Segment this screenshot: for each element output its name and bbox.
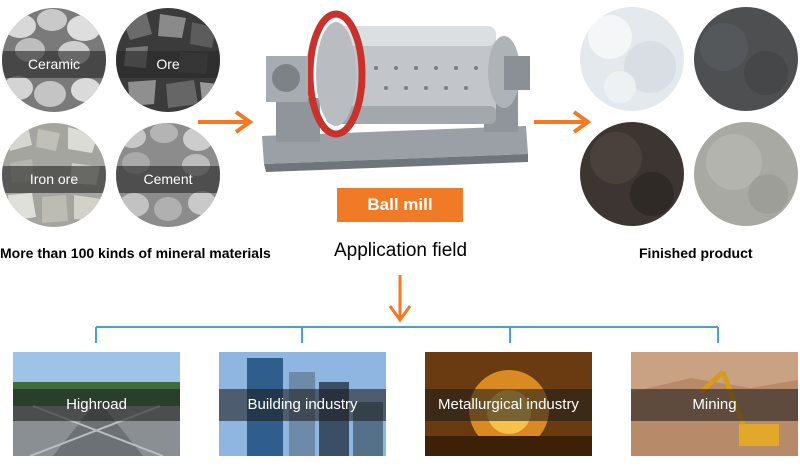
- field-metallurgical-industry-photo: Metallurgical industry: [425, 352, 592, 456]
- material-ore-circle: Ore: [116, 8, 220, 112]
- ball-mill-label: Ball mill: [337, 188, 463, 222]
- field-label: Mining: [692, 396, 737, 413]
- application-field-title: Application field: [334, 240, 468, 261]
- field-label: Building industry: [247, 396, 358, 413]
- brown-powder-texture-image: [580, 122, 684, 226]
- dark-powder-texture-image: [694, 7, 798, 111]
- material-label: Cement: [143, 171, 193, 187]
- arrow-right-icon: [198, 110, 254, 134]
- finished-product-caption: Finished product: [639, 245, 753, 261]
- gray-powder-texture-image: [694, 122, 798, 226]
- product-gray-powder-circle: [694, 122, 798, 226]
- field-label: Highroad: [66, 396, 127, 413]
- white-powder-texture-image: [580, 7, 684, 111]
- product-white-powder-circle: [580, 7, 684, 111]
- material-label: Ceramic: [27, 56, 81, 72]
- material-label: Ore: [156, 56, 180, 72]
- field-mining-photo: Mining: [631, 352, 798, 456]
- field-building-industry-photo: Building industry: [219, 352, 386, 456]
- field-highroad-photo: Highroad: [13, 352, 180, 456]
- material-label: Iron ore: [29, 171, 79, 187]
- input-materials-caption: More than 100 kinds of mineral materials: [0, 245, 271, 261]
- material-iron-ore-circle: Iron ore: [2, 123, 106, 227]
- material-cement-circle: Cement: [116, 123, 220, 227]
- field-label: Metallurgical industry: [438, 396, 579, 413]
- material-ceramic-circle: Ceramic: [2, 8, 106, 112]
- ball-mill-machine-image: [262, 10, 530, 172]
- product-dark-powder-circle: [694, 7, 798, 111]
- product-brown-powder-circle: [580, 122, 684, 226]
